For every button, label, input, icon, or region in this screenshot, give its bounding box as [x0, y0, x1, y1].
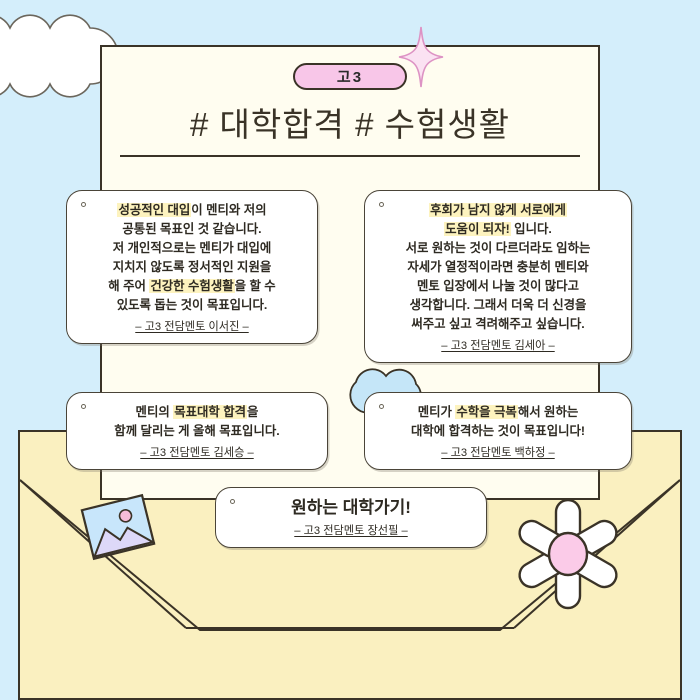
body-text: 지치지 않도록 정서적인 지원을: [112, 260, 272, 274]
body-text: 대학에 합격하는 것이 목표입니다!: [410, 424, 586, 438]
testimonial-line: 써주고 싶고 격려해주고 싶습니다.: [377, 315, 619, 334]
testimonial-attribution: – 고3 전담멘토 백하정 –: [441, 447, 555, 459]
testimonial-bubble-5: 원하는 대학가기! – 고3 전담멘토 장선필 –: [215, 487, 487, 548]
testimonial-line: 후회가 남지 않게 서로에게: [377, 201, 619, 220]
testimonial-body: 원하는 대학가기! – 고3 전담멘토 장선필 –: [228, 498, 474, 538]
testimonial-line: 대학에 합격하는 것이 목표입니다!: [377, 422, 619, 441]
bubble-marker-icon: [81, 202, 86, 207]
bubble-marker-icon: [230, 499, 235, 504]
body-text: 입니다.: [510, 222, 552, 236]
headline-text: 원하는 대학가기!: [291, 498, 411, 517]
body-text: 써주고 싶고 격려해주고 싶습니다.: [411, 317, 585, 331]
bubble-marker-icon: [379, 404, 384, 409]
highlighted-text: 후회가 남지 않게 서로에게: [429, 203, 567, 217]
highlighted-text: 도움이 되자!: [444, 222, 511, 236]
flower-icon: [518, 498, 618, 610]
testimonial-attribution: – 고3 전담멘토 김세승 –: [140, 447, 254, 459]
testimonial-line: 해 주어 건강한 수험생활을 할 수: [79, 277, 305, 296]
testimonial-line: 멘티의 목표대학 합격을: [79, 403, 315, 422]
highlighted-text: 수학을 극복: [455, 405, 518, 419]
highlighted-text: 목표대학 합격: [173, 405, 248, 419]
highlighted-text: 성공적인 대입: [117, 203, 192, 217]
body-text: 멘토 입장에서 나눌 것이 많다고: [417, 279, 579, 293]
highlighted-text: 건강한 수험생활: [149, 279, 235, 293]
body-text: 해 주어: [108, 279, 150, 293]
page-title: # 대학합격 # 수험생활: [189, 106, 511, 143]
testimonial-line: 서로 원하는 것이 다르더라도 임하는: [377, 239, 619, 258]
sparkle-icon: [398, 26, 444, 88]
testimonial-line: 도움이 되자! 입니다.: [377, 220, 619, 239]
photo-thumbnail-icon: [80, 493, 156, 561]
testimonial-line: 있도록 돕는 것이 목표입니다.: [79, 296, 305, 315]
testimonial-line: 함께 달리는 게 올해 목표입니다.: [79, 422, 315, 441]
bubble-marker-icon: [81, 404, 86, 409]
grade-badge: 고3: [293, 63, 407, 90]
testimonial-line: 생각합니다. 그래서 더욱 더 신경을: [377, 296, 619, 315]
grade-badge-label: 고3: [336, 69, 364, 86]
body-text: 자세가 열정적이라면 충분히 멘티와: [407, 260, 589, 274]
body-text: 이 멘티와 저의: [191, 203, 267, 217]
testimonial-line: 지치지 않도록 정서적인 지원을: [79, 258, 305, 277]
body-text: 해서 원하는: [517, 405, 579, 419]
testimonial-attribution: – 고3 전담멘토 이서진 –: [135, 321, 249, 333]
testimonial-line: 성공적인 대입이 멘티와 저의: [79, 201, 305, 220]
body-text: 을: [247, 405, 259, 419]
title-divider: [120, 155, 580, 157]
body-text: 함께 달리는 게 올해 목표입니다.: [114, 424, 280, 438]
body-text: 멘티가: [417, 405, 456, 419]
body-text: 저 개인적으로는 멘티가 대입에: [112, 241, 272, 255]
testimonial-line: 저 개인적으로는 멘티가 대입에: [79, 239, 305, 258]
testimonial-attribution: – 고3 전담멘토 장선필 –: [294, 525, 408, 537]
body-text: 공통된 목표인 것 같습니다.: [122, 222, 262, 236]
testimonial-line: 자세가 열정적이라면 충분히 멘티와: [377, 258, 619, 277]
testimonial-line: 멘티가 수학을 극복해서 원하는: [377, 403, 619, 422]
testimonial-line: 공통된 목표인 것 같습니다.: [79, 220, 305, 239]
body-text: 을 할 수: [234, 279, 276, 293]
bubble-marker-icon: [379, 202, 384, 207]
testimonial-line: 원하는 대학가기!: [228, 498, 474, 519]
body-text: 서로 원하는 것이 다르더라도 임하는: [405, 241, 591, 255]
body-text: 멘티의: [135, 405, 174, 419]
body-text: 생각합니다. 그래서 더욱 더 신경을: [409, 298, 587, 312]
testimonial-line: 멘토 입장에서 나눌 것이 많다고: [377, 277, 619, 296]
body-text: 있도록 돕는 것이 목표입니다.: [116, 298, 268, 312]
testimonial-attribution: – 고3 전담멘토 김세아 –: [441, 340, 555, 352]
